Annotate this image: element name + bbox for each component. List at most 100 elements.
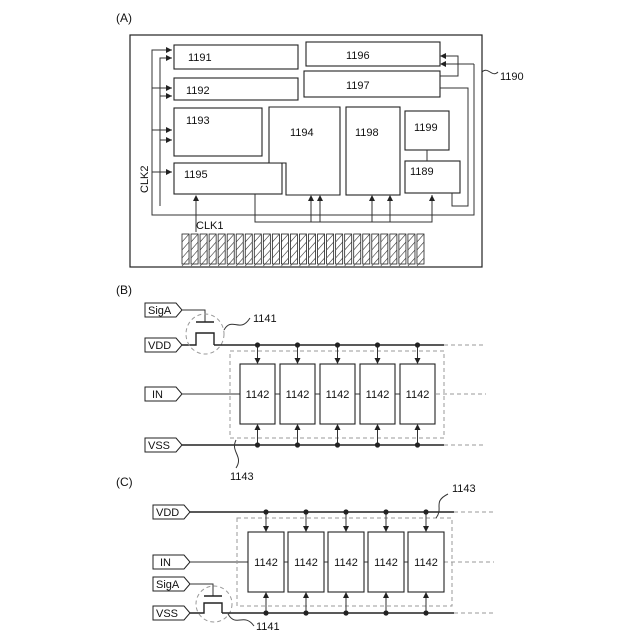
block-1192-label: 1192 xyxy=(186,85,210,97)
io-pad xyxy=(399,234,406,266)
io-pad xyxy=(200,234,207,266)
io-pad xyxy=(309,234,316,266)
io-pad xyxy=(363,234,370,266)
io-pad xyxy=(345,234,352,266)
panel-b-label: (B) xyxy=(116,283,132,297)
cell-1142-label: 1142 xyxy=(334,557,358,569)
block-1191-label: 1191 xyxy=(188,52,212,64)
cell-1142-label: 1142 xyxy=(286,389,310,401)
chip-1190-leader xyxy=(482,70,498,73)
io-pad xyxy=(336,234,343,266)
c-group-leader xyxy=(436,494,448,518)
cell-1142: 1142 xyxy=(320,342,360,447)
cell-1142-label: 1142 xyxy=(406,389,430,401)
block-1195-label: 1195 xyxy=(184,169,208,181)
block-1189-label: 1189 xyxy=(410,166,434,178)
block-1197 xyxy=(304,71,440,97)
b-in-pin xyxy=(145,387,182,401)
panel-a: (A) 1190 CLK2 CLK1 1191 1192 1193 1195 1… xyxy=(116,11,524,267)
io-pad xyxy=(381,234,388,266)
io-pad xyxy=(390,234,397,266)
io-pad xyxy=(245,234,252,266)
c-vdd-text: VDD xyxy=(156,507,179,519)
b-siga-text: SigA xyxy=(148,305,172,317)
io-pad xyxy=(191,234,198,266)
io-pad xyxy=(299,234,306,266)
clk2-label: CLK2 xyxy=(139,165,151,193)
cell-1142-label: 1142 xyxy=(374,557,398,569)
io-pad-strip xyxy=(182,234,424,266)
io-pad xyxy=(218,234,225,266)
block-1196-label: 1196 xyxy=(346,50,370,62)
cell-1142: 1142 xyxy=(408,509,444,615)
io-pad xyxy=(327,234,334,266)
b-in-text: IN xyxy=(152,389,163,401)
c-group-label: 1143 xyxy=(452,483,476,495)
io-pad xyxy=(417,234,424,266)
io-pad xyxy=(408,234,415,266)
b-vdd-text: VDD xyxy=(148,340,171,352)
cell-1142: 1142 xyxy=(328,509,368,615)
panel-c-label: (C) xyxy=(116,475,133,489)
b-vss-text: VSS xyxy=(148,440,170,452)
block-1194-label: 1194 xyxy=(290,127,314,139)
b-group-label: 1143 xyxy=(230,471,254,483)
io-pad xyxy=(290,234,297,266)
cell-1142-label: 1142 xyxy=(366,389,390,401)
cell-1142: 1142 xyxy=(248,509,288,615)
block-1199-label: 1199 xyxy=(414,122,438,134)
cell-1142-label: 1142 xyxy=(414,557,438,569)
io-pad xyxy=(254,234,261,266)
cell-1142-label: 1142 xyxy=(326,389,350,401)
b-siga-wire xyxy=(182,310,205,322)
cell-1142: 1142 xyxy=(360,342,400,447)
internal-bus xyxy=(255,194,432,222)
cell-1142-label: 1142 xyxy=(246,389,270,401)
block-1196 xyxy=(306,42,440,66)
panel-a-label: (A) xyxy=(116,11,132,25)
io-pad xyxy=(182,234,189,266)
cell-1142: 1142 xyxy=(240,342,280,447)
chip-1190-label: 1190 xyxy=(500,71,524,83)
c-switch-dashed-circle xyxy=(196,586,232,622)
cell-1142-label: 1142 xyxy=(294,557,318,569)
io-pad xyxy=(227,234,234,266)
b-group-leader xyxy=(234,440,238,468)
feedback-1196 xyxy=(440,56,458,76)
cell-1142: 1142 xyxy=(288,509,328,615)
b-switch-leader xyxy=(224,318,250,330)
block-1198 xyxy=(346,107,400,195)
io-pad xyxy=(281,234,288,266)
io-pad xyxy=(209,234,216,266)
cell-1142: 1142 xyxy=(368,509,408,615)
io-pad xyxy=(318,234,325,266)
block-1193-label: 1193 xyxy=(186,115,210,127)
io-pad xyxy=(236,234,243,266)
c-switch-1141 xyxy=(190,596,222,613)
block-1197-label: 1197 xyxy=(346,80,370,92)
cell-1142: 1142 xyxy=(400,342,435,447)
clk2-bus xyxy=(152,50,172,214)
c-switch-label: 1141 xyxy=(256,621,280,633)
panel-c: (C) VDD IN SigA VSS 1141 1143 1142114211… xyxy=(116,475,494,633)
c-in-text: IN xyxy=(160,557,171,569)
c-cell-row: 1142 1142 1142 1142 1142 xyxy=(248,509,444,615)
panel-b: (B) SigA VDD IN VSS 1141 1143 1142114211… xyxy=(116,283,486,483)
b-cell-row: 1142 1142 1142 1142 1142 xyxy=(240,342,435,447)
clk1-label: CLK1 xyxy=(196,220,224,232)
block-1198-label: 1198 xyxy=(355,127,379,139)
io-pad xyxy=(272,234,279,266)
c-in-pin xyxy=(153,555,190,569)
cell-1142: 1142 xyxy=(280,342,320,447)
io-pad xyxy=(354,234,361,266)
b-switch-label: 1141 xyxy=(253,313,277,325)
c-siga-text: SigA xyxy=(156,579,180,591)
io-pad xyxy=(263,234,270,266)
b-switch-1141 xyxy=(182,322,214,345)
c-vss-text: VSS xyxy=(156,608,178,620)
c-siga-wire xyxy=(190,584,213,596)
io-pad xyxy=(372,234,379,266)
cell-1142-label: 1142 xyxy=(254,557,278,569)
clk-inner-bus xyxy=(160,58,172,206)
